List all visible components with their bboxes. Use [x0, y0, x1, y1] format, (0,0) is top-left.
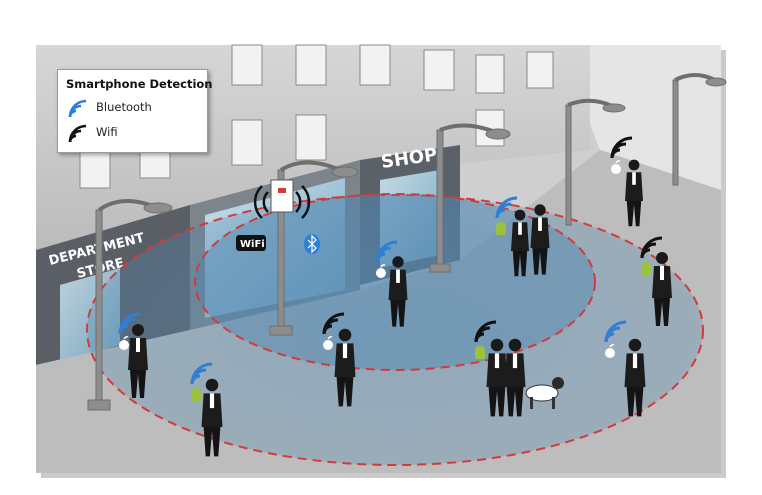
legend-item-wifi: Wifi [66, 122, 206, 144]
apple-icon [605, 344, 615, 358]
android-icon [641, 262, 651, 275]
wifi-signal-icon [610, 136, 633, 159]
outer-zone-border [86, 194, 704, 466]
detection-sensor: WiFi [236, 179, 320, 254]
wifi-signal-icon [474, 320, 497, 343]
right-building [560, 45, 721, 190]
street-lamps [87, 73, 727, 411]
legend-item-bluetooth: Bluetooth [66, 97, 206, 119]
pedestrian [625, 159, 643, 227]
sensor-wifi-label: WiFi [240, 239, 265, 250]
pedestrian [504, 338, 526, 417]
building-windows [79, 44, 554, 189]
bluetooth-signal-icon [190, 362, 213, 385]
pedestrian [334, 328, 356, 407]
pedestrian [201, 378, 223, 457]
wifi-signal-icon [640, 236, 663, 259]
legend: Smartphone Detection Bluetooth Wifi [57, 69, 213, 153]
pedestrian [128, 324, 148, 398]
inner-zone-border [194, 193, 596, 371]
pedestrian [530, 204, 550, 275]
bluetooth-signal-icon [68, 99, 87, 118]
android-icon [191, 388, 201, 401]
legend-label-bluetooth: Bluetooth [96, 100, 152, 114]
dog [525, 377, 564, 409]
wifi-signal-icon [68, 124, 87, 143]
bluetooth-signal-icon [118, 312, 141, 335]
pedestrian [652, 252, 672, 326]
android-icon [475, 346, 485, 359]
android-icon [496, 222, 506, 235]
pedestrian [624, 338, 646, 417]
bluetooth-signal-icon [495, 196, 518, 219]
wifi-signal-icon [322, 312, 345, 335]
apple-icon [611, 160, 621, 174]
pedestrian [388, 256, 408, 327]
apple-icon [376, 264, 386, 278]
bluetooth-signal-icon [375, 240, 398, 263]
legend-label-wifi: Wifi [96, 125, 118, 139]
legend-title: Smartphone Detection [66, 77, 213, 91]
pedestrian [511, 209, 529, 277]
bluetooth-signal-icon [604, 320, 627, 343]
pedestrian [486, 338, 508, 417]
apple-icon [119, 336, 129, 350]
pedestrians [118, 136, 672, 457]
apple-icon [323, 336, 333, 350]
